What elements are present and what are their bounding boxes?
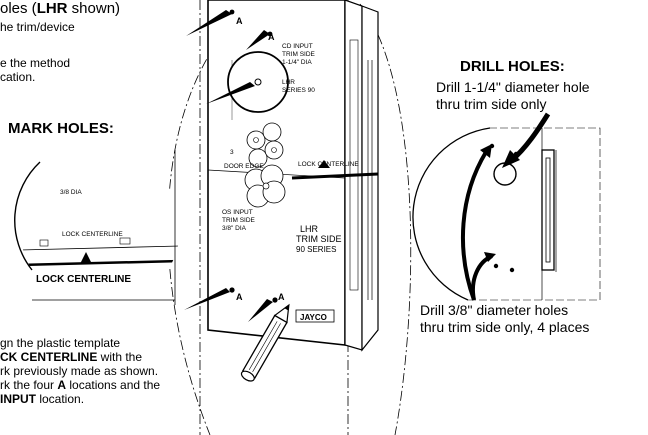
mark-holes-line-5: INPUT location. — [0, 392, 85, 406]
drill-holes-line-2: thru trim side only — [436, 96, 547, 112]
intro-line-4: cation. — [0, 70, 36, 84]
mark-a-label: A — [236, 16, 243, 26]
intro-line-1: oles (LHR shown) — [0, 0, 121, 17]
pencil-icon — [240, 303, 290, 382]
mark-a-hole — [229, 9, 235, 15]
drill-magnifier — [412, 112, 601, 301]
intro-line-3: e the method — [0, 56, 71, 70]
template-os-input-label: OS INPUT — [222, 209, 253, 216]
marking-arrows — [184, 10, 273, 322]
template-model-label: LHR — [282, 79, 295, 86]
template-circles-lower — [244, 164, 286, 208]
template-trim-side-label: TRIM SIDE — [282, 51, 316, 58]
mark-a-label: A — [268, 32, 275, 42]
drill-holes-line-1: Drill 1-1/4" diameter hole — [436, 79, 590, 95]
drill-holes-heading: DRILL HOLES: — [460, 58, 565, 75]
mark-a-hole — [272, 297, 278, 303]
inset-top-text: 3/8 DIA — [60, 189, 82, 196]
template-circles-upper — [246, 122, 284, 168]
template-series-b-label: 90 SERIES — [296, 245, 336, 254]
template-door-edge-label: DOOR EDGE — [224, 163, 264, 170]
mark-holes-line-4: rk the four A locations and the — [0, 378, 161, 392]
door-swing-curve-right — [359, 3, 412, 435]
mark-a-hole — [229, 287, 235, 293]
template-brand-label: JAYCO — [300, 313, 327, 322]
template-trim-side-b-label: TRIM SIDE — [296, 234, 342, 244]
mark-a-label: A — [278, 292, 285, 302]
mark-holes-line-2: CK CENTERLINE with the — [0, 350, 143, 364]
drill-holes-bottom-line-1: Drill 3/8" diameter holes — [420, 302, 569, 318]
template-series-label: SERIES 90 — [282, 87, 315, 94]
template-small-dia-label: 3/8" DIA — [222, 225, 247, 232]
drill-holes-bottom-line-2: thru trim side only, 4 places — [420, 319, 590, 335]
template-trim-side-label: TRIM SIDE — [222, 217, 256, 224]
brand-plate — [295, 309, 335, 323]
mark-a-label: A — [236, 292, 243, 302]
template-lock-cl-label: LOCK CENTERLINE — [298, 161, 359, 168]
template-diameter-label: 1-1/4" DIA — [282, 59, 312, 66]
mark-holes-line-1: gn the plastic template — [0, 336, 121, 350]
small-drill-hole — [493, 263, 499, 269]
inset-mirror-text: LOCK CENTERLINE — [62, 231, 123, 238]
small-drill-hole — [509, 267, 515, 273]
mark-holes-line-3: rk previously made as shown. — [0, 364, 159, 378]
template-model-b-label: LHR — [300, 224, 319, 234]
template-cd-input-label: CD INPUT — [282, 43, 313, 50]
lock-centerline-mark — [291, 160, 379, 180]
mark-holes-heading: MARK HOLES: — [8, 120, 114, 137]
inset-lock-centerline-label: LOCK CENTERLINE — [36, 274, 131, 285]
centerline-magnifier — [14, 148, 180, 308]
cd-input-center-hole — [254, 78, 262, 86]
template-mark-label: 3 — [230, 149, 234, 156]
intro-line-2: he trim/device — [0, 20, 75, 34]
